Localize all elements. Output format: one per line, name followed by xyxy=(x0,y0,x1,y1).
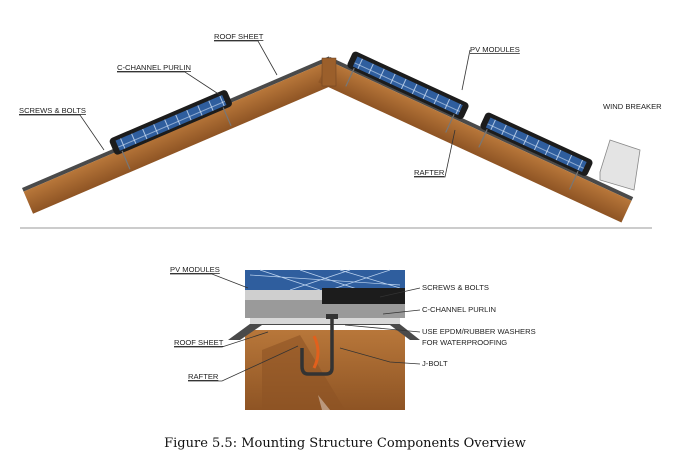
detail-label-rafter: RAFTER xyxy=(188,372,219,381)
wind-breaker xyxy=(599,139,641,191)
pv-panel-right-upper xyxy=(345,51,469,133)
detail-label-washers-line1: USE EPDM/RUBBER WASHERS xyxy=(422,327,536,336)
pv-panel-right-lower xyxy=(478,112,593,190)
detail-label-roof-sheet: ROOF SHEET xyxy=(174,338,224,347)
label-c-channel-purlin: C-CHANNEL PURLIN xyxy=(117,63,191,72)
detail-j-bolt xyxy=(300,318,334,376)
label-rafter: RAFTER xyxy=(414,168,445,177)
roof-cross-section: ROOF SHEET C-CHANNEL PURLIN SCREWS & BOL… xyxy=(19,32,662,223)
detail-label-screws-bolts: SCREWS & BOLTS xyxy=(422,283,489,292)
left-roof-slope xyxy=(22,56,341,214)
label-screws-bolts: SCREWS & BOLTS xyxy=(19,106,86,115)
ridge-cap xyxy=(321,57,337,87)
label-roof-sheet: ROOF SHEET xyxy=(214,32,264,41)
label-wind-breaker: WIND BREAKER xyxy=(603,102,662,111)
detail-label-washers-line2: FOR WATERPROOFING xyxy=(422,338,507,347)
mounting-detail: PV MODULES SCREWS & BOLTS C-CHANNEL PURL… xyxy=(170,265,536,410)
pv-panel-left xyxy=(109,90,232,170)
detail-label-j-bolt: J-BOLT xyxy=(422,359,448,368)
figure-caption: Figure 5.5: Mounting Structure Component… xyxy=(164,436,526,451)
right-roof-slope xyxy=(318,56,634,223)
label-pv-modules: PV MODULES xyxy=(470,45,520,54)
detail-screw-block xyxy=(322,288,405,304)
detail-label-c-channel-purlin: C-CHANNEL PURLIN xyxy=(422,305,496,314)
detail-purlin xyxy=(245,300,405,318)
detail-label-pv-modules: PV MODULES xyxy=(170,265,220,274)
